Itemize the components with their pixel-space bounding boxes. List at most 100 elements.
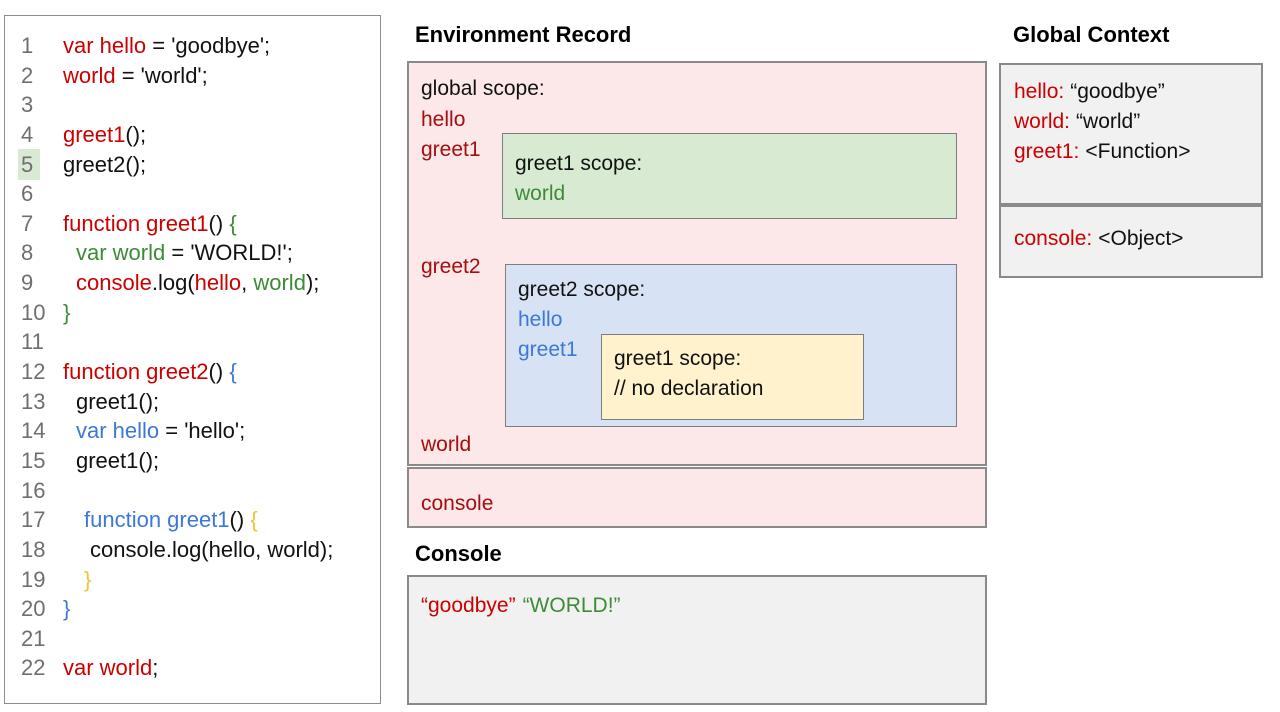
gc-name-greet1: greet1: xyxy=(1014,140,1080,163)
code-text: greet1(); xyxy=(76,388,160,414)
code-line: 14 var hello = 'hello'; xyxy=(5,416,380,446)
line-number: 9 xyxy=(21,270,34,296)
code-line: 1 var hello = 'goodbye'; xyxy=(5,31,380,61)
line-number: 16 xyxy=(21,477,46,503)
inner-greet1-scope-label: greet1 scope: xyxy=(614,347,742,370)
code-text: } xyxy=(84,566,92,592)
gc-value-hello: “goodbye” xyxy=(1070,80,1165,103)
code-line: 10} xyxy=(5,298,380,328)
inner-greet1-scope-box: greet1 scope: // no declaration xyxy=(601,334,864,420)
gc-row-greet1: greet1:<Function> xyxy=(1014,137,1261,167)
global-scope-label: global scope: xyxy=(421,77,545,100)
code-text: var world = 'WORLD!'; xyxy=(76,240,293,266)
global-var-greet2: greet2 xyxy=(421,255,481,278)
gc-row-world: world:“world” xyxy=(1014,107,1261,137)
global-var-world: world xyxy=(421,433,472,456)
code-text: function greet1() { xyxy=(84,507,258,533)
line-number: 15 xyxy=(21,447,46,473)
line-number: 1 xyxy=(21,33,34,58)
global-var-hello: hello xyxy=(421,108,466,131)
line-number: 19 xyxy=(21,566,46,592)
code-line: 2 world = 'world'; xyxy=(5,61,380,91)
console-title: Console xyxy=(415,541,502,566)
console-output-line: “goodbye” “WORLD!” xyxy=(421,591,985,621)
code-line: 21 xyxy=(5,624,380,654)
code-line: 7 function greet1() { xyxy=(5,209,380,239)
gc-name-world: world: xyxy=(1014,110,1071,133)
code-editor-panel: 1 var hello = 'goodbye'; 2 world = 'world';… xyxy=(4,15,381,704)
line-number: 6 xyxy=(21,181,34,207)
code-line: 15 greet1(); xyxy=(5,446,380,476)
code-line: 22 var world; xyxy=(5,653,380,683)
line-number: 2 xyxy=(21,62,34,88)
line-number: 20 xyxy=(21,596,46,622)
line-number: 5 xyxy=(18,148,63,180)
code-text: console.log(hello, world); xyxy=(76,270,320,296)
line-number: 10 xyxy=(21,299,46,325)
code-text: } xyxy=(63,299,71,325)
console-entry-world: “WORLD!” xyxy=(522,594,621,617)
console-output-panel: “goodbye” “WORLD!” xyxy=(407,575,987,705)
code-line: 3 xyxy=(5,90,380,120)
greet2-scope-var-greet1: greet1 xyxy=(518,338,578,361)
code-text: function greet2() { xyxy=(63,359,237,385)
environment-record-title: Environment Record xyxy=(415,22,632,47)
greet2-scope-var-hello: hello xyxy=(518,308,563,331)
code-text: greet1(); xyxy=(63,121,147,147)
code-line: 11 xyxy=(5,327,380,357)
code-line: 17 function greet1() { xyxy=(5,505,380,535)
console-binding-box: console xyxy=(407,467,987,528)
global-context-console-box: console:<Object> xyxy=(999,205,1263,278)
code-text: console.log(hello, world); xyxy=(90,536,334,562)
line-number: 13 xyxy=(21,388,46,414)
greet1-scope-box: greet1 scope: world xyxy=(502,133,957,219)
code-line: 20} xyxy=(5,594,380,624)
global-scope-box: global scope: hello greet1 greet2 world … xyxy=(407,61,987,466)
greet1-scope-var-world: world xyxy=(515,182,566,205)
code-text: } xyxy=(63,596,71,622)
code-line: 19} xyxy=(5,565,380,595)
code-lines: 1 var hello = 'goodbye'; 2 world = 'world';… xyxy=(5,16,380,683)
line-number: 7 xyxy=(21,210,34,236)
code-text: var world; xyxy=(63,655,159,681)
greet2-scope-box: greet2 scope: hello greet1 greet1 scope:… xyxy=(505,264,957,427)
code-text: var hello = 'hello'; xyxy=(76,418,246,444)
global-var-console: console xyxy=(421,492,494,515)
gc-value-greet1: <Function> xyxy=(1085,140,1191,163)
code-text: function greet1() { xyxy=(63,210,237,236)
code-text: greet2(); xyxy=(63,151,147,177)
console-entry-goodbye: “goodbye” xyxy=(421,594,516,617)
inner-greet1-scope-comment: // no declaration xyxy=(614,377,764,400)
global-context-variables-box: hello:“goodbye” world:“world” greet1:<Fu… xyxy=(999,63,1263,205)
code-line: 12 function greet2() { xyxy=(5,357,380,387)
code-text: var hello = 'goodbye'; xyxy=(63,33,271,58)
line-number: 4 xyxy=(21,121,34,147)
line-number: 11 xyxy=(21,329,44,355)
global-var-greet1: greet1 xyxy=(421,138,481,161)
line-number: 12 xyxy=(21,359,46,385)
line-number: 14 xyxy=(21,418,46,444)
line-number: 22 xyxy=(21,655,46,681)
code-line: 4 greet1(); xyxy=(5,120,380,150)
code-line: 18 console.log(hello, world); xyxy=(5,535,380,565)
gc-name-hello: hello: xyxy=(1014,80,1065,103)
greet1-scope-label: greet1 scope: xyxy=(515,152,643,175)
gc-row-console: console:<Object> xyxy=(1014,224,1261,254)
line-number: 21 xyxy=(21,625,46,651)
code-line: 9 console.log(hello, world); xyxy=(5,268,380,298)
gc-row-hello: hello:“goodbye” xyxy=(1014,77,1261,107)
code-text: greet1(); xyxy=(76,447,160,473)
line-number: 3 xyxy=(21,92,34,118)
gc-name-console: console: xyxy=(1014,227,1093,250)
code-line: 8 var world = 'WORLD!'; xyxy=(5,238,380,268)
greet2-scope-label: greet2 scope: xyxy=(518,278,646,301)
code-line: 6 xyxy=(5,179,380,209)
line-number: 8 xyxy=(21,240,34,266)
global-context-title: Global Context xyxy=(1013,22,1170,47)
line-number: 17 xyxy=(21,507,46,533)
code-line: 13 greet1(); xyxy=(5,387,380,417)
code-text: world = 'world'; xyxy=(63,62,208,88)
line-number: 18 xyxy=(21,536,46,562)
code-line: 16 xyxy=(5,476,380,506)
